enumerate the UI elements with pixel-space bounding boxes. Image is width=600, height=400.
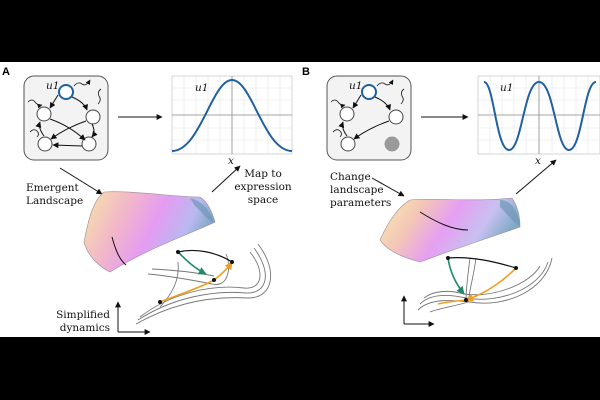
network-node-label-a: u1 — [46, 80, 60, 92]
landscape-trajectory-a — [111, 236, 127, 266]
node-b-4 — [340, 136, 356, 152]
plot-x-label-b: x — [535, 155, 541, 167]
expression-curve-a — [171, 78, 293, 152]
fixed-point-b3 — [464, 298, 468, 302]
fixed-point-a2 — [212, 278, 216, 282]
flow-lines-a — [135, 243, 272, 325]
green-path-b — [447, 257, 465, 295]
caption-simplified-dynamics: Simplified dynamics — [56, 309, 110, 334]
fixed-point-b1 — [446, 256, 450, 260]
figure-canvas: A B u1 u1 u1 x u1 x Emergent Landscape M… — [0, 62, 600, 337]
panel-label-a: A — [2, 66, 10, 78]
landscape-surface-b — [379, 197, 521, 263]
plot-y-label-a: u1 — [195, 82, 209, 94]
panel-label-b: B — [302, 66, 310, 78]
orange-path-b — [465, 267, 517, 302]
plot-x-label-a: x — [228, 155, 234, 167]
fixed-point-a3 — [230, 260, 234, 264]
black-path-b — [447, 257, 517, 269]
node-u1-b — [361, 84, 377, 100]
caption-emergent-landscape: Emergent Landscape — [26, 182, 84, 207]
node-a-3 — [85, 109, 101, 125]
node-u1-a — [58, 84, 74, 100]
expression-curve-b — [483, 80, 597, 152]
caption-change-parameters: Change landscape parameters — [330, 171, 392, 209]
plot-y-label-b: u1 — [500, 82, 514, 94]
fixed-point-b2 — [514, 266, 518, 270]
fixed-point-a1 — [176, 250, 180, 254]
fixed-point-a4 — [158, 300, 162, 304]
node-b-3 — [388, 109, 404, 125]
node-b-2 — [339, 106, 355, 122]
node-a-4 — [37, 136, 53, 152]
figure-graphics — [23, 75, 600, 335]
network-node-label-b: u1 — [349, 80, 363, 92]
node-b-removed — [384, 136, 400, 152]
black-path-a — [177, 249, 233, 263]
node-a-2 — [36, 106, 52, 122]
green-path-a — [177, 251, 207, 275]
node-a-5 — [81, 136, 97, 152]
caption-map-expression: Map to expression space — [234, 168, 292, 206]
landscape-trajectory-b — [419, 211, 469, 231]
